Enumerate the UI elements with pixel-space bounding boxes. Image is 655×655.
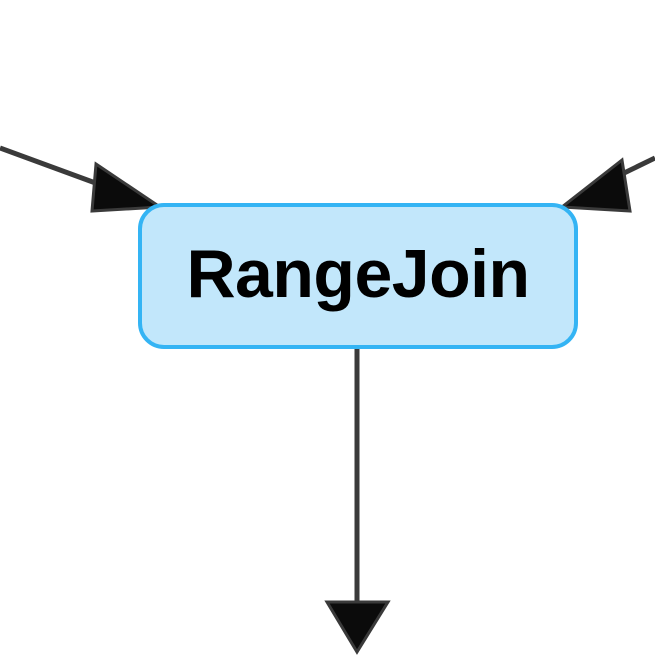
incoming-edge-right-line — [618, 155, 655, 178]
arrowhead-icon-bottom — [324, 600, 391, 655]
arrowhead-icon-right — [557, 157, 632, 213]
incoming-edge-left[interactable] — [0, 145, 165, 213]
node-label: RangeJoin — [186, 236, 530, 312]
incoming-edge-right[interactable] — [557, 155, 655, 213]
node-rangejoin[interactable]: RangeJoin — [138, 203, 578, 349]
arrowhead-icon-left — [90, 161, 165, 213]
outgoing-edge-bottom[interactable] — [324, 349, 391, 655]
